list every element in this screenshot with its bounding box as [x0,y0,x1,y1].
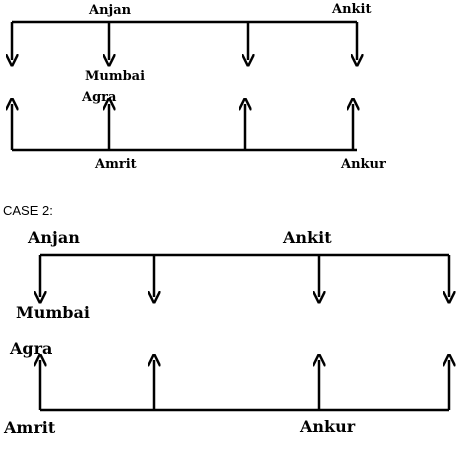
case2-label-anjan: Anjan [27,228,80,247]
case1-label-mumbai: Mumbai [85,69,145,84]
case2-label-agra: Agra [9,339,52,358]
case1-label-ankur: Ankur [340,157,386,172]
case1-diagram: Anjan Ankit Mumbai Agra Amrit Ankur [12,2,386,172]
case1-label-ankit: Ankit [331,2,372,17]
case1-label-agra: Agra [81,90,117,105]
case1-label-amrit: Amrit [94,157,137,172]
case2-label-ankur: Ankur [299,417,356,436]
case1-label-anjan: Anjan [88,3,132,18]
case2-label-amrit: Amrit [3,418,56,437]
case2-diagram: Anjan Ankit Mumbai Agra Amrit Ankur [3,228,449,437]
case2-label-mumbai: Mumbai [16,303,90,322]
case2-label-ankit: Ankit [282,228,332,247]
case2-heading: CASE 2: [3,203,53,218]
